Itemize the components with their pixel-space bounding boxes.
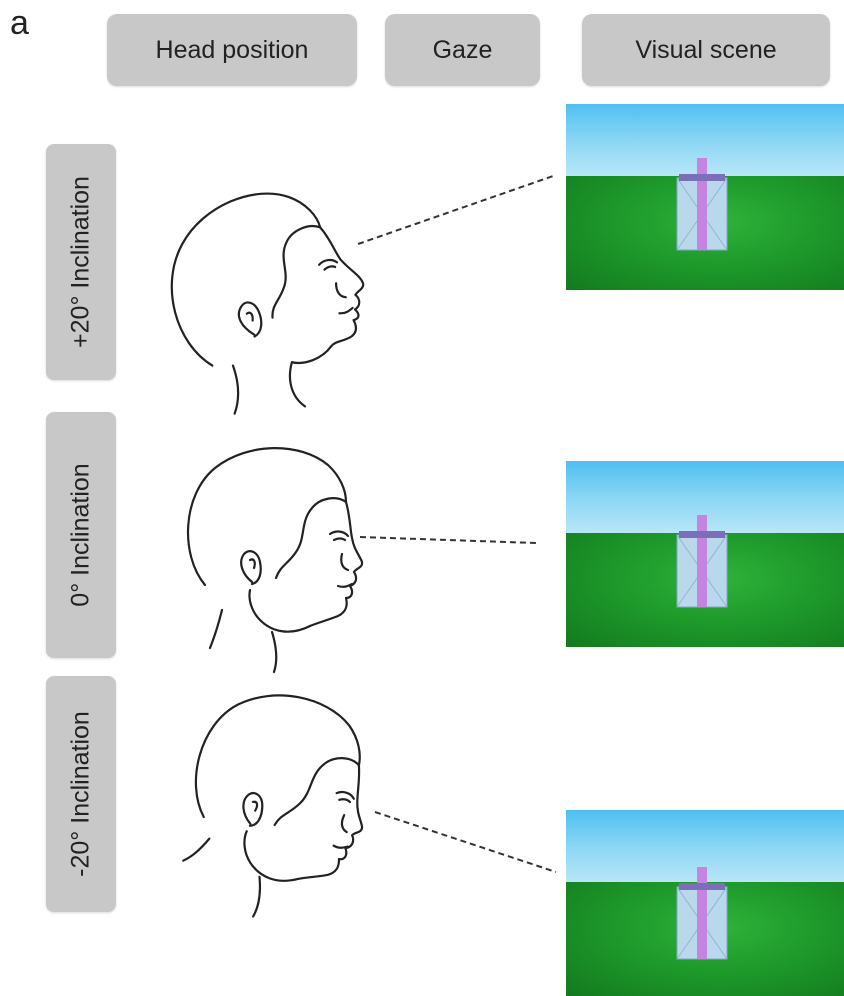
header-gaze-label: Gaze [432, 35, 493, 64]
row-label-0-text: 0° Inclination [66, 463, 95, 607]
head-icon-plus20 [170, 192, 365, 415]
gift-box-icon [676, 158, 728, 251]
row-label-minus20: -20° Inclination [46, 676, 116, 912]
gift-box-icon [676, 867, 728, 960]
row-label-0: 0° Inclination [46, 412, 116, 658]
visual-scene-minus20 [566, 810, 844, 996]
gift-box-icon [676, 515, 728, 608]
gaze-line-plus20 [357, 174, 557, 245]
row-label-minus20-text: -20° Inclination [66, 711, 95, 877]
head-icon-minus20 [182, 694, 364, 918]
header-gaze: Gaze [385, 14, 540, 86]
row-label-plus20-text: +20° Inclination [66, 176, 95, 348]
header-visual-scene: Visual scene [582, 14, 830, 86]
row-label-plus20: +20° Inclination [46, 144, 116, 380]
header-visual-scene-label: Visual scene [635, 35, 777, 64]
header-head-position: Head position [107, 14, 357, 86]
visual-scene-0 [566, 461, 844, 647]
head-icon-0 [187, 447, 364, 674]
panel-letter: a [10, 4, 29, 42]
visual-scene-plus20 [566, 104, 844, 290]
header-head-position-label: Head position [155, 35, 309, 64]
